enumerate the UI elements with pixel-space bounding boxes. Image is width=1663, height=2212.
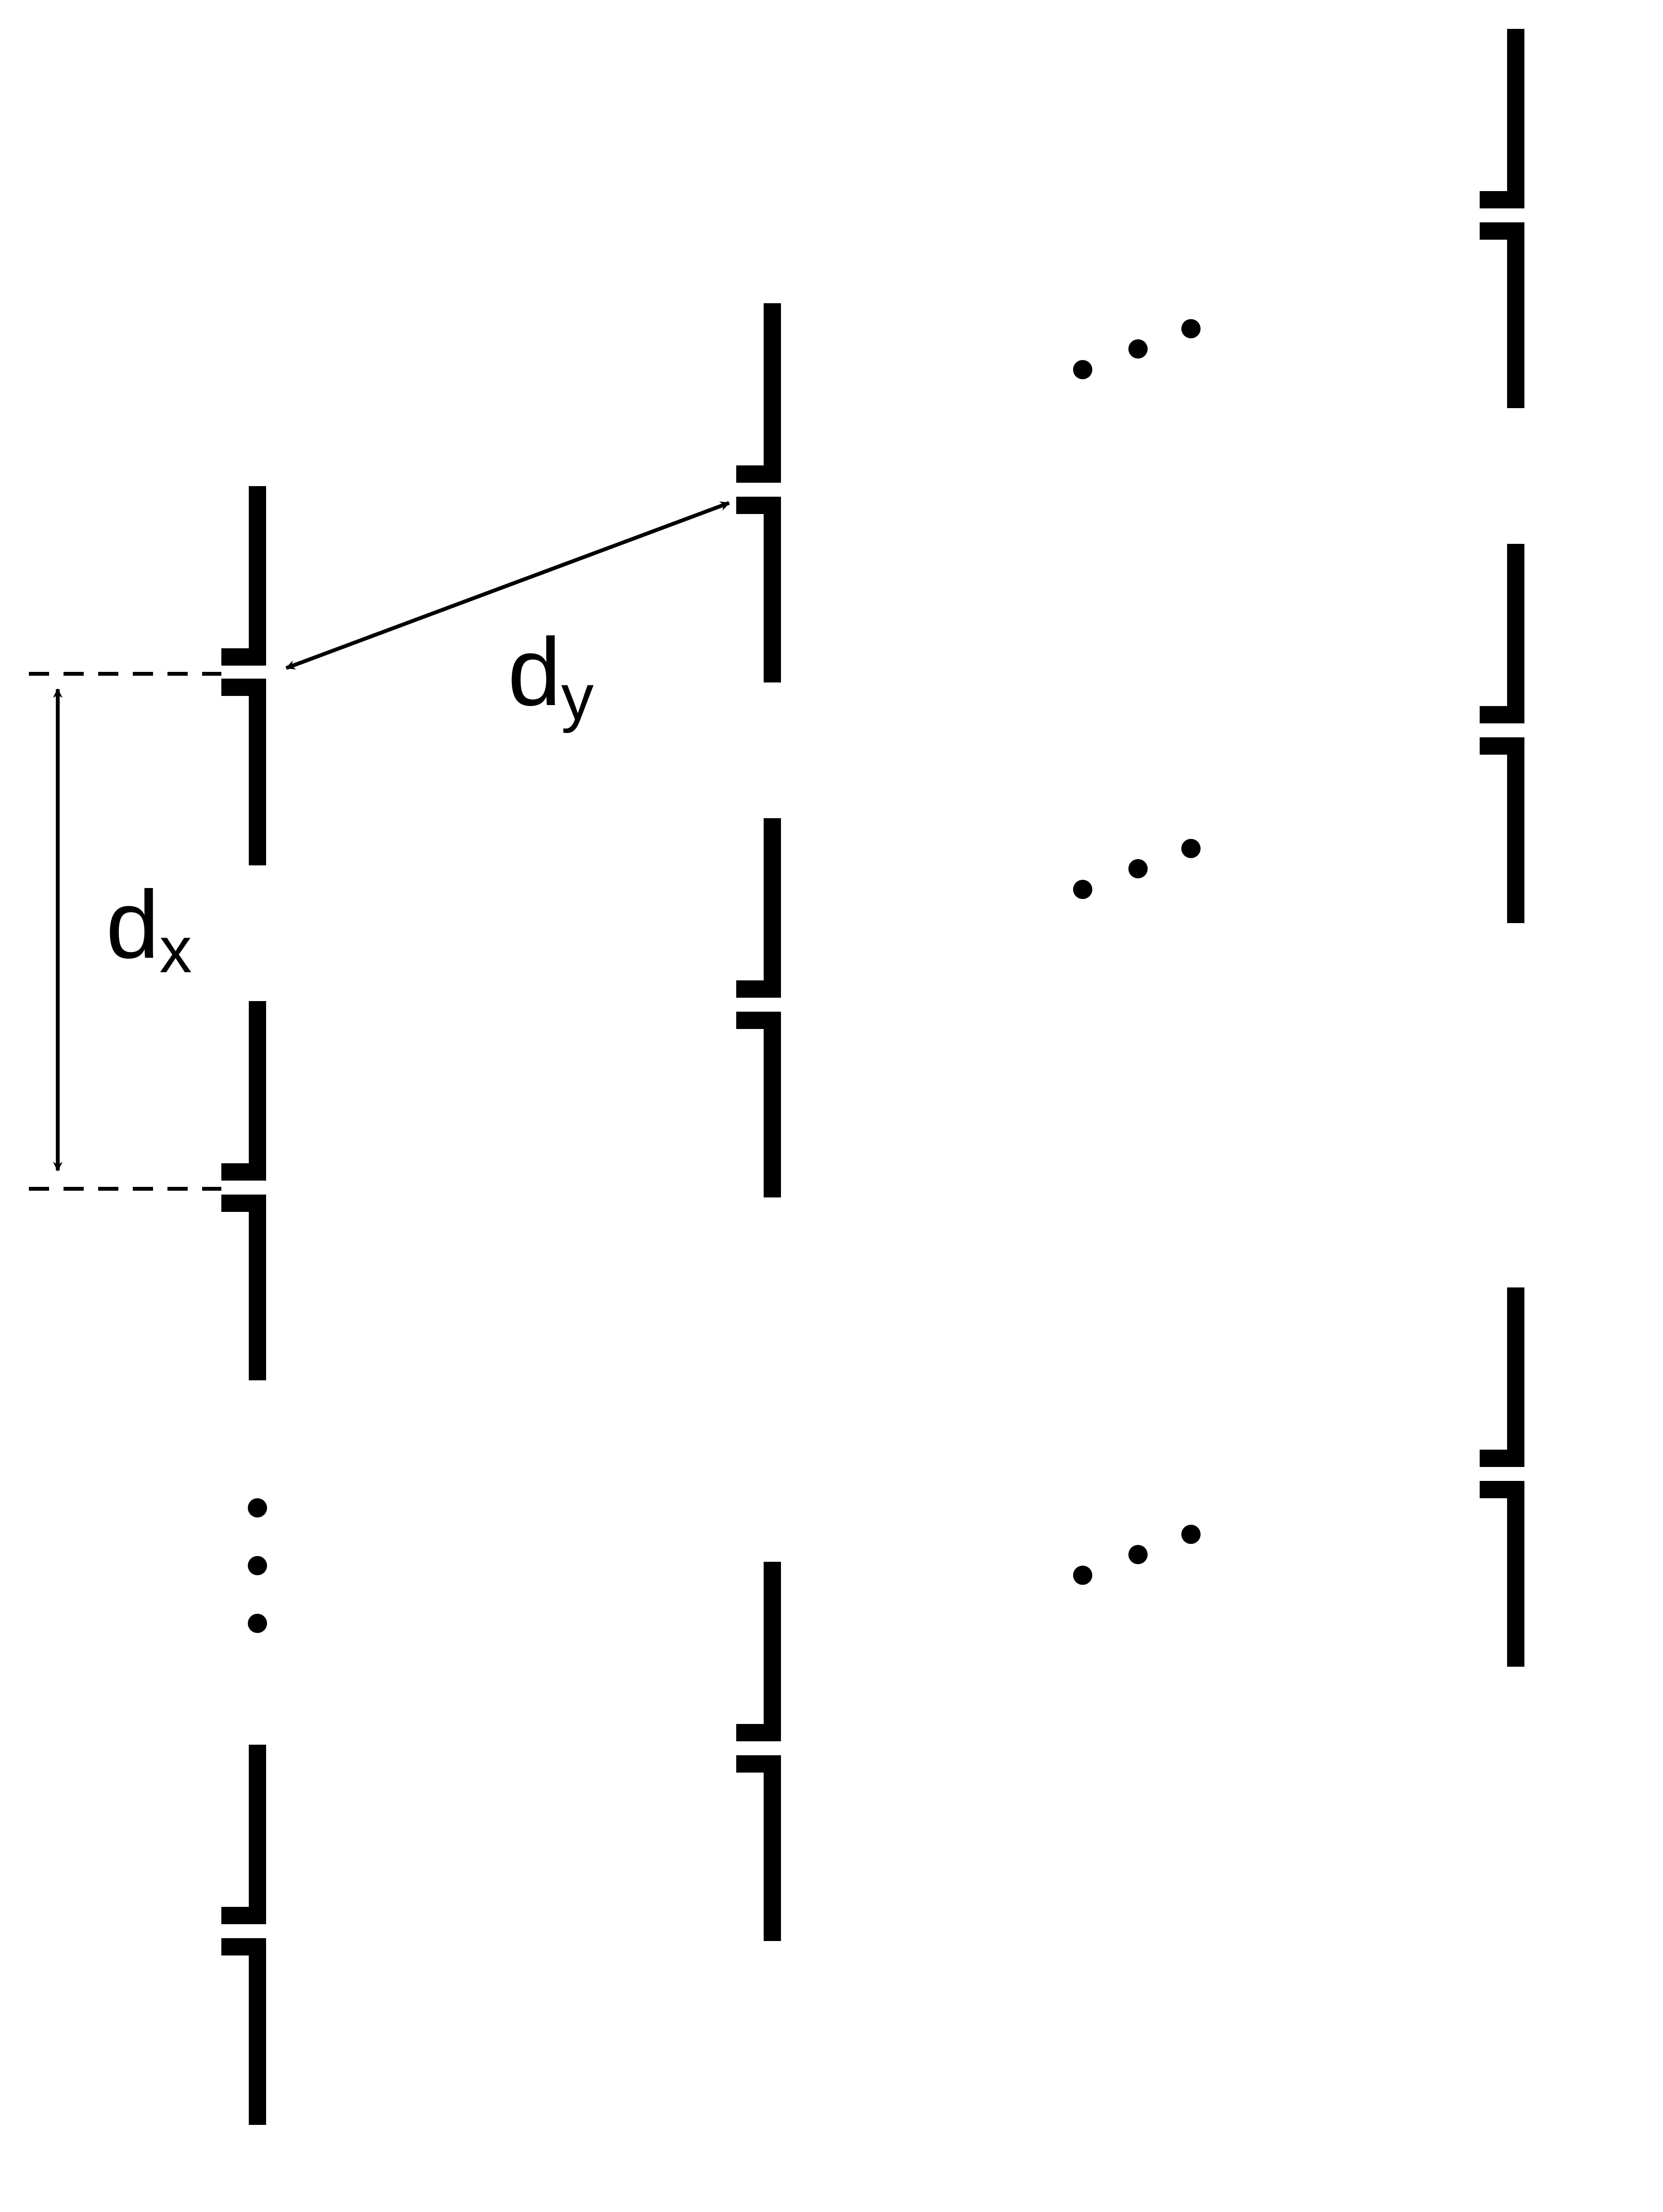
dy-label-subscript: y	[561, 661, 594, 733]
dipole-antenna-icon	[1480, 29, 1524, 408]
dx-label: dx	[106, 871, 192, 986]
dipole-antenna-icon	[221, 1745, 266, 2125]
dipole-antenna-icon	[736, 303, 781, 682]
dipole-antenna-icon	[1480, 544, 1524, 923]
dx-label-subscript: x	[159, 913, 192, 986]
dipole-antenna-icon	[1480, 1287, 1524, 1667]
dy-label-main: d	[508, 618, 561, 726]
ellipsis-dots-icon	[1073, 319, 1201, 379]
dx-label-main: d	[106, 871, 159, 978]
array-column-3	[1480, 29, 1524, 1667]
ellipsis-dots-icon	[248, 1498, 267, 1633]
ellipsis-dots-icon	[1073, 839, 1201, 899]
dy-dimension-arrow	[285, 501, 730, 670]
dy-label: dy	[508, 618, 594, 733]
dipole-antenna-icon	[221, 486, 266, 865]
dipole-antenna-icon	[736, 1562, 781, 1941]
dipole-antenna-icon	[736, 818, 781, 1197]
ellipsis-dots-icon	[1073, 1525, 1201, 1585]
array-column-1	[221, 486, 266, 2125]
dipole-antenna-icon	[221, 1001, 266, 1380]
array-column-2	[736, 303, 781, 1941]
